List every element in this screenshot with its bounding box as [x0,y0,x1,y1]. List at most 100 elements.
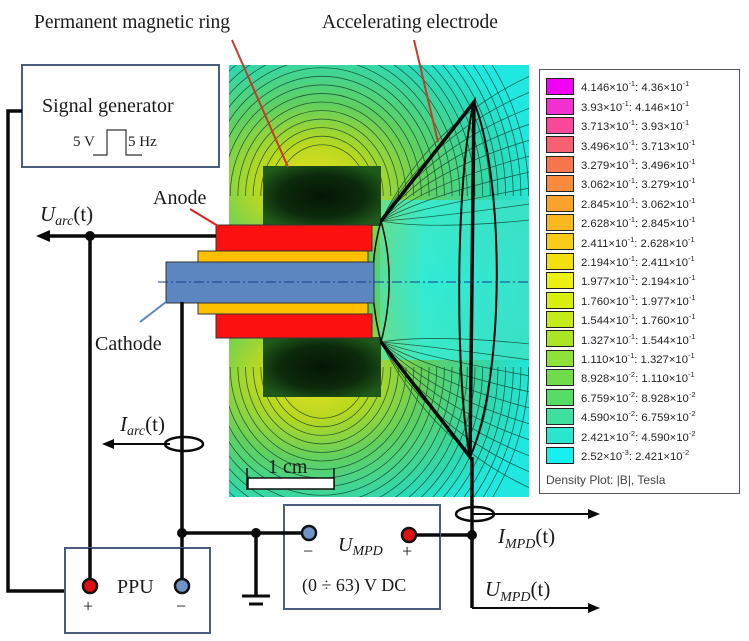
legend-swatch [546,175,574,193]
legend-range: 6.759×10-2: 8.928×10-2 [581,389,696,405]
field-line [229,93,415,197]
legend-entry: 1.110×10-1: 1.327×10-1 [546,349,695,368]
legend-range: 3.93×10-1: 4.146×10-1 [581,98,690,114]
mpd-voltage-symbol: UMPD [338,534,383,559]
legend-entry: 6.759×10-2: 8.928×10-2 [546,387,696,406]
scale-bar-label: 1 cm [268,456,308,478]
field-line [491,65,529,197]
mpd-minus-label: − [303,541,313,561]
field-line [452,65,499,197]
u-mpd-label: UMPD(t) [485,577,550,605]
ppu: PPU + − [64,547,211,634]
legend-entry: 3.713×10-1: 3.93×10-1 [546,116,689,135]
field-line [252,366,392,445]
legend-range: 2.421×10-2: 4.590×10-2 [581,428,696,444]
field-line [252,118,392,197]
legend-swatch [546,233,574,251]
legend-range: 1.327×10-1: 1.544×10-1 [581,331,696,347]
signal-amplitude: 5 V [73,134,95,150]
i-arc-arrow-icon [102,439,114,449]
field-line [380,341,529,409]
field-line [229,75,430,197]
legend-swatch [546,310,574,328]
i-mpd-arrow-icon [588,509,600,519]
legend-entry: 4.590×10-2: 6.759×10-2 [546,407,696,426]
legend-swatch [546,369,574,387]
legend-entry: 2.411×10-1: 2.628×10-1 [546,232,695,251]
field-line [229,65,468,197]
junction-dot [251,528,261,538]
accelerating-electrode [372,96,498,463]
density-legend: 4.146×10-1: 4.36×10-1 3.93×10-1: 4.146×10… [539,69,740,494]
magnet-ring-bottom [263,337,381,397]
legend-swatch [546,349,574,367]
field-line [453,366,499,497]
legend-swatch [546,427,574,445]
field-line [237,101,407,197]
u-arc-label: Uarc(t) [40,202,93,229]
field-line [380,76,529,222]
field-line [380,203,529,222]
mpd-minus-terminal [300,524,318,542]
field-line [229,65,453,197]
field-line [462,65,506,197]
legend-title: Density Plot: |B|, Tesla [546,473,666,487]
junction-dot [177,528,187,538]
thruster-body [158,224,530,339]
legend-swatch [546,272,574,290]
mpd-plus-label: + [402,541,412,561]
cathode-label: Cathode [95,333,162,355]
mpd-power-supply: − + UMPD (0 ÷ 63) V DC [282,504,441,610]
accel-electrode-label: Accelerating electrode [322,12,498,33]
field-line [237,366,407,462]
i-mpd-label: IMPD(t) [497,524,555,552]
legend-range: 3.062×10-1: 3.279×10-1 [581,176,696,192]
legend-swatch [546,136,574,154]
field-line [380,341,529,425]
field-line [229,366,445,497]
legend-entry: 2.52×10-3: 2.421×10-2 [546,446,689,465]
field-line [229,84,422,197]
junction-dot [85,231,95,241]
field-line [229,366,415,470]
legend-entry: 8.928×10-2: 1.110×10-1 [546,368,695,387]
legend-swatch [546,252,574,270]
legend-entry: 3.062×10-1: 3.279×10-1 [546,174,696,193]
legend-range: 4.590×10-2: 6.759×10-2 [581,409,696,424]
legend-range: 1.110×10-1: 1.327×10-1 [581,350,695,366]
legend-entry: 1.760×10-1: 1.977×10-1 [546,290,696,309]
field-line [420,366,476,497]
legend-swatch [546,116,574,134]
ground-icon [242,594,270,606]
i-mpd-current-probe [454,505,496,523]
legend-entry: 3.93×10-1: 4.146×10-1 [546,96,689,115]
legend-swatch [546,155,574,173]
junction-dot [467,530,477,540]
field-line [380,341,529,377]
legend-range: 2.845×10-1: 3.062×10-1 [581,195,696,211]
field-line [380,341,529,488]
legend-entry: 4.146×10-1: 4.36×10-1 [546,77,689,96]
legend-swatch [546,213,574,231]
field-line [482,65,522,197]
legend-swatch [546,407,574,425]
i-arc-label: Iarc(t) [119,412,165,439]
scale-bar [247,477,335,490]
legend-swatch [546,291,574,309]
wiring [6,109,595,609]
field-line [380,341,529,393]
legend-entry: 2.628×10-1: 2.845×10-1 [546,213,696,232]
legend-range: 4.146×10-1: 4.36×10-1 [581,79,690,95]
legend-range: 1.977×10-1: 2.194×10-1 [581,273,696,289]
i-arc-current-probe [163,435,205,453]
field-line [380,139,529,222]
cathode-leader [139,301,167,323]
u-mpd-arrow-icon [588,603,600,613]
field-line [380,341,529,361]
legend-swatch [546,388,574,406]
legend-range: 2.411×10-1: 2.628×10-1 [581,234,695,250]
mpd-plus-terminal [400,526,418,544]
electrode-leader [413,39,439,143]
field-line [260,127,384,197]
